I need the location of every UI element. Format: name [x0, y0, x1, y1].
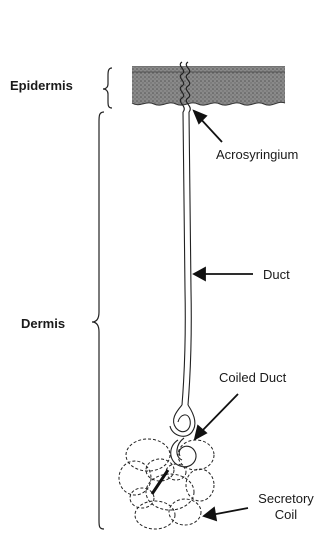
secretory-coil-label: Secretory Coil [256, 491, 316, 522]
secretory-coil-arrow [204, 508, 248, 520]
secretory-coil-label-line2: Coil [256, 507, 316, 523]
duct-to-coil-link [152, 470, 168, 494]
coiled-duct-arrow [195, 394, 238, 439]
coiled-duct-label: Coiled Duct [219, 370, 286, 386]
epidermis-label: Epidermis [10, 78, 73, 94]
duct-label: Duct [263, 267, 290, 283]
acrosyringium-label: Acrosyringium [216, 147, 298, 163]
duct-tube [182, 112, 191, 405]
epidermis-bracket [103, 68, 112, 108]
epidermis-layer [132, 67, 285, 105]
secretory-coil [119, 439, 214, 529]
dermis-label: Dermis [21, 316, 65, 332]
acrosyringium-arrow [194, 111, 222, 142]
secretory-coil-label-line1: Secretory [256, 491, 316, 507]
dermis-bracket [92, 112, 104, 529]
duct-arrow [194, 268, 253, 280]
coiled-duct [170, 405, 196, 467]
